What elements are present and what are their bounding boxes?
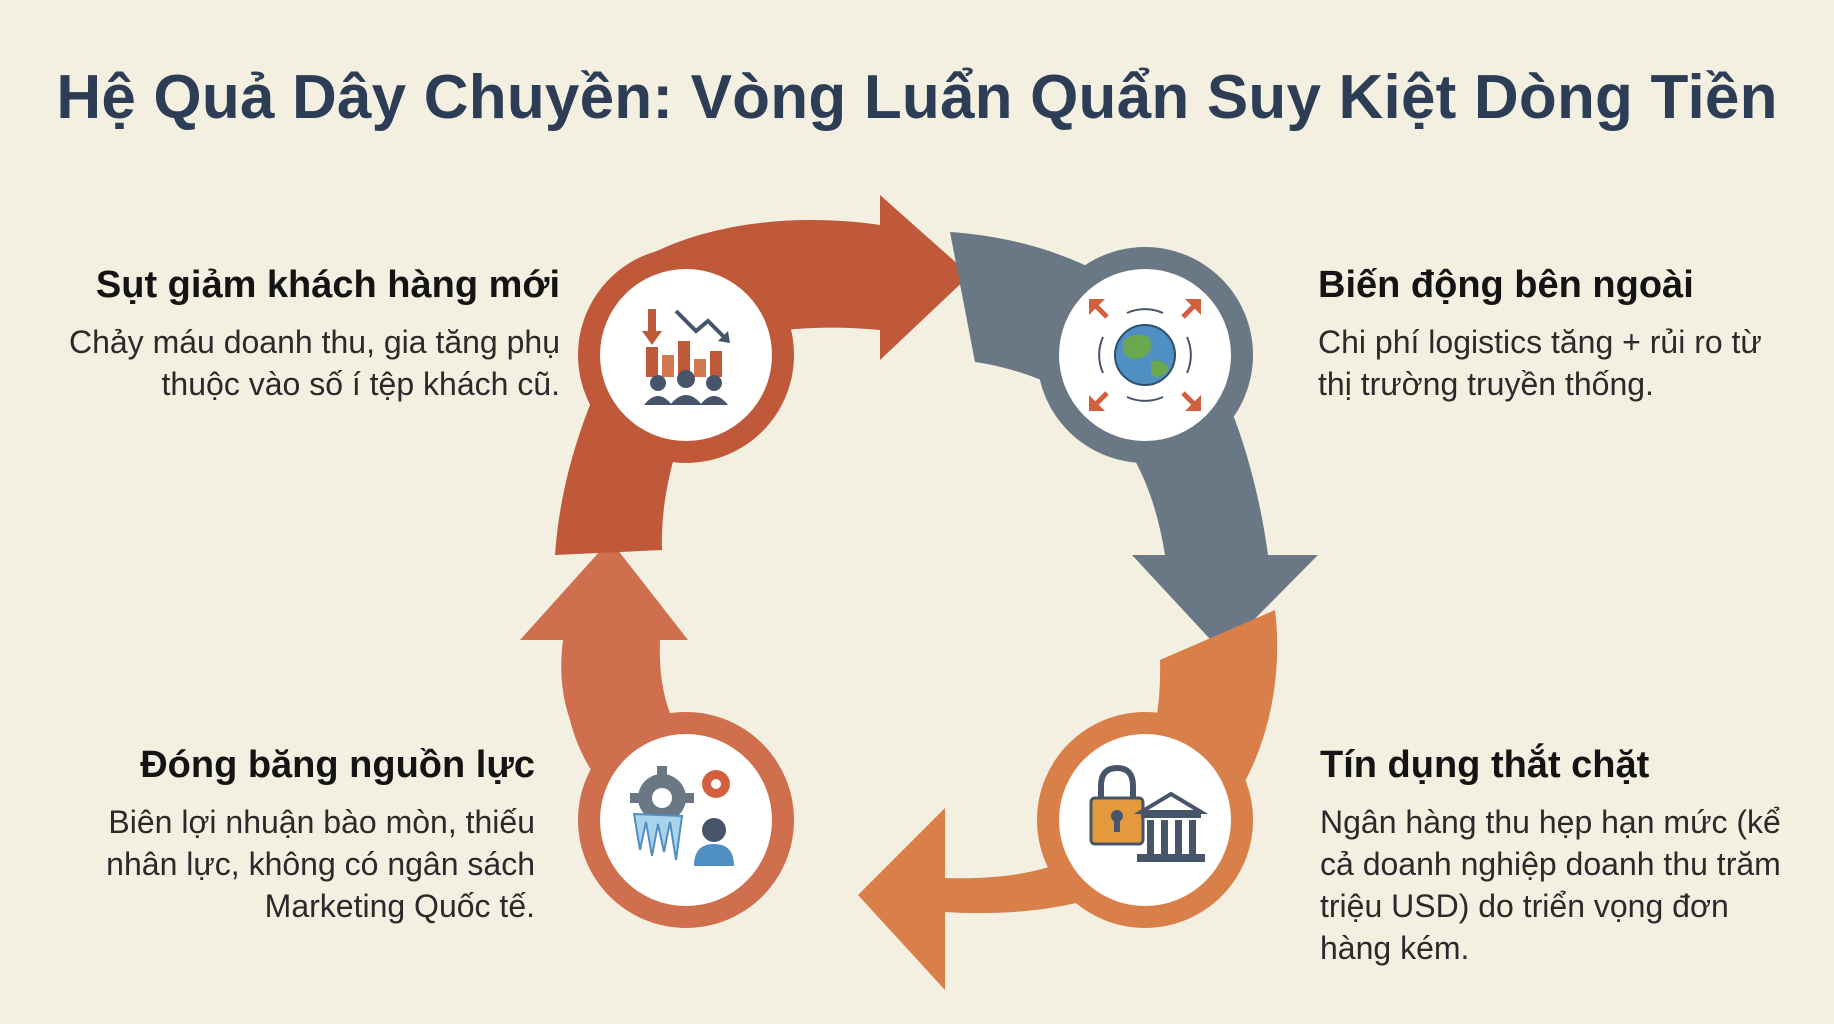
lock-bank-icon (1089, 764, 1209, 862)
stage-external-title: Biến động bên ngoài (1318, 264, 1694, 306)
stage-external: Biến động bên ngoài Chi phí logistics tă… (1318, 264, 1788, 405)
stage-credit-description: Ngân hàng thu hẹp hạn mức (kể cả doanh n… (1320, 804, 1781, 966)
stage-credit: Tín dụng thắt chặt Ngân hàng thu hẹp hạn… (1320, 744, 1800, 969)
stage-credit-title: Tín dụng thắt chặt (1320, 744, 1650, 786)
stage-customers-title: Sụt giảm khách hàng mới (95, 264, 560, 306)
stage-resources-description: Biên lợi nhuận bào mòn, thiếu nhân lực, … (106, 804, 535, 924)
frozen-gears-icon (630, 766, 734, 866)
stage-resources-title: Đóng băng nguồn lực (140, 744, 535, 786)
globe-arrows-icon (1089, 299, 1201, 411)
declining-customers-icon (642, 309, 730, 405)
stage-customers-description: Chảy máu doanh thu, gia tăng phụ thuộc v… (68, 324, 560, 402)
cycle-arrow-bottom (858, 610, 1278, 990)
stage-resources: Đóng băng nguồn lực Biên lợi nhuận bào m… (50, 744, 535, 927)
page-title: Hệ Quả Dây Chuyền: Vòng Luẩn Quẩn Suy Ki… (56, 63, 1778, 132)
stage-customers: Sụt giảm khách hàng mới Chảy máu doanh t… (50, 264, 560, 405)
stage-external-description: Chi phí logistics tăng + rủi ro từ thị t… (1318, 324, 1762, 402)
